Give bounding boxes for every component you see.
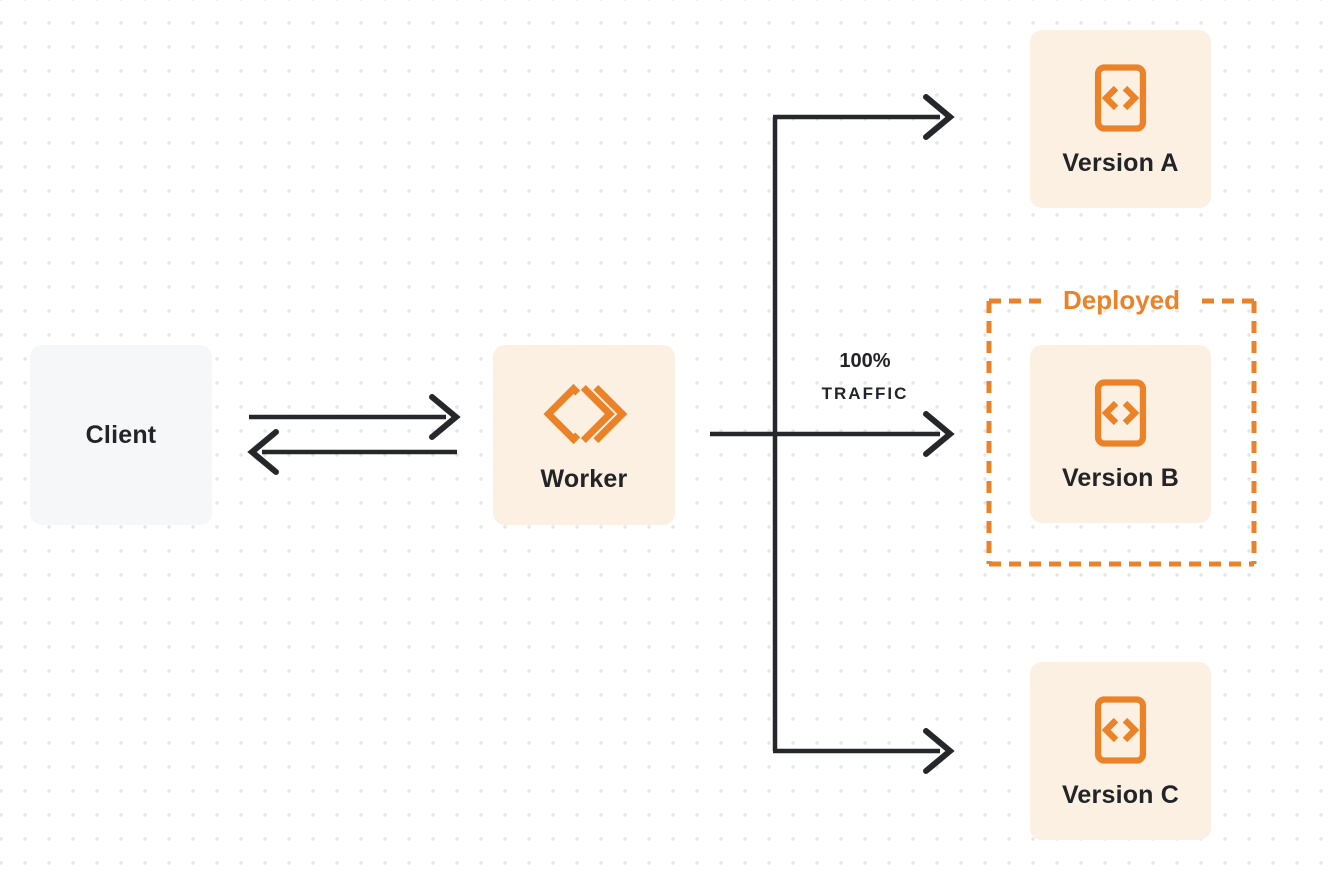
branch-arrow-version-a: [773, 94, 955, 140]
version-c-node: Version C: [1030, 662, 1211, 840]
traffic-percentage-annotation: 100% TRAFFIC: [795, 351, 935, 402]
client-to-worker-arrow: [249, 394, 461, 440]
version-c-node-label: Version C: [1061, 780, 1180, 809]
version-b-node: Version B: [1030, 345, 1211, 523]
code-file-icon: [1093, 695, 1148, 765]
deployed-group-label: Deployed: [1062, 285, 1181, 315]
client-node-label: Client: [85, 420, 157, 449]
traffic-percentage-value: 100%: [839, 350, 891, 372]
worker-node-label: Worker: [540, 464, 628, 493]
cloudflare-workers-logo-icon: [540, 379, 628, 449]
branch-arrow-version-b: [710, 411, 955, 457]
code-file-icon: [1093, 63, 1148, 133]
branch-arrow-version-c: [773, 728, 955, 774]
version-a-node: Version A: [1030, 30, 1211, 208]
client-node: Client: [30, 345, 212, 525]
version-a-node-label: Version A: [1062, 148, 1179, 177]
deployed-group-dashed-border: [986, 298, 1257, 567]
version-b-node-label: Version B: [1061, 463, 1180, 492]
code-file-icon: [1093, 378, 1148, 448]
worker-node: Worker: [493, 345, 675, 525]
worker-to-client-arrow: [247, 429, 457, 475]
traffic-percentage-word: TRAFFIC: [821, 384, 909, 403]
